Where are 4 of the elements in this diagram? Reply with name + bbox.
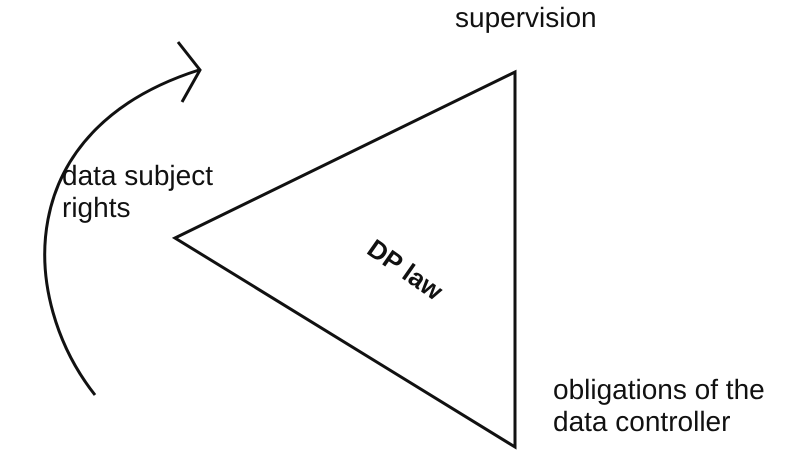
vertex-label: supervision — [455, 2, 598, 34]
vertex-label: obligations of the data controller — [553, 374, 766, 438]
node-label: DP law — [361, 233, 449, 307]
vertex-label: data subject rights — [62, 160, 214, 224]
